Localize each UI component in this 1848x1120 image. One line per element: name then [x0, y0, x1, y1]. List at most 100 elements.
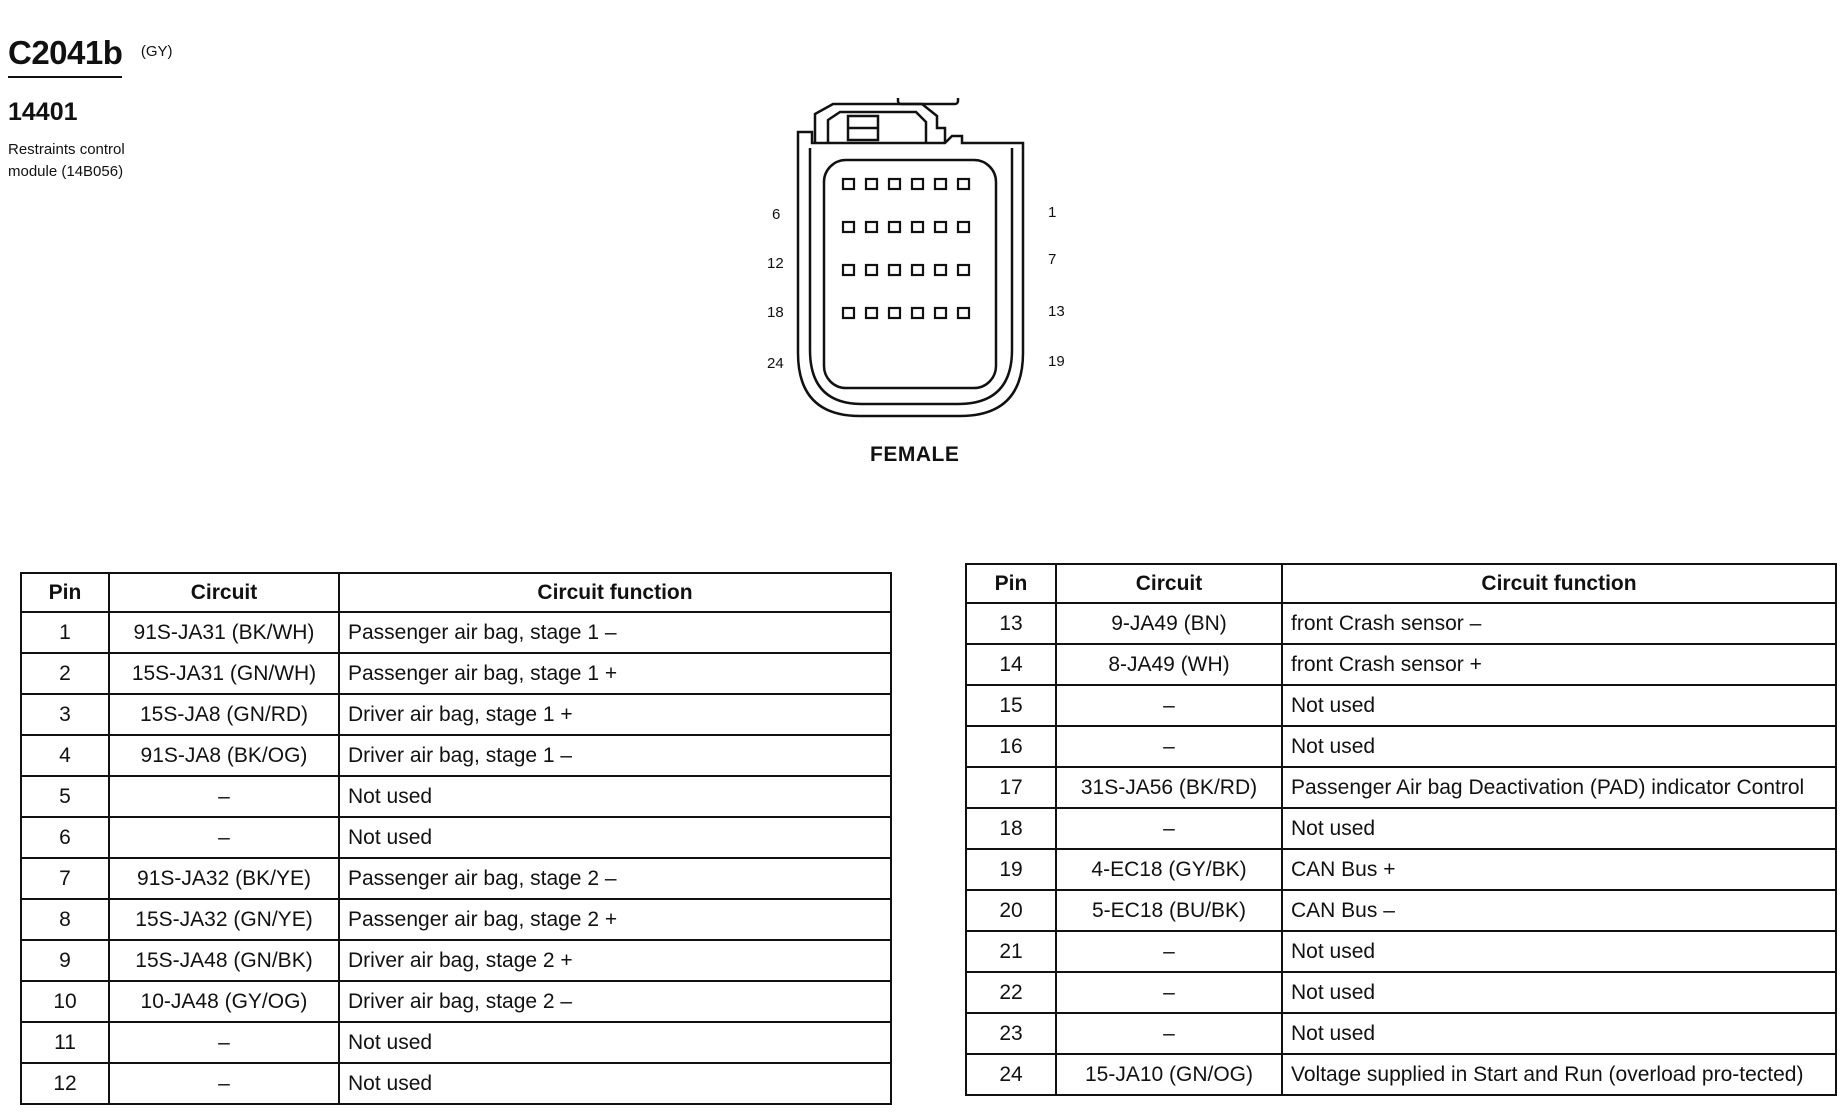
header-circuit: Circuit	[1055, 563, 1283, 604]
circuit-cell: 8-JA49 (WH)	[1055, 643, 1283, 686]
table-header-row: Pin Circuit Circuit function	[20, 572, 892, 613]
pin-cell: 21	[965, 930, 1057, 973]
table-row: 22–Not used	[965, 971, 1837, 1014]
pin-label-19: 19	[1048, 353, 1065, 370]
connector-color: (GY)	[140, 43, 173, 60]
table-row: 23–Not used	[965, 1012, 1837, 1055]
circuit-cell: 15S-JA32 (GN/YE)	[108, 898, 340, 941]
pin-label-7: 7	[1048, 251, 1057, 268]
description-line-2: module (14B056)	[8, 163, 124, 180]
function-cell: CAN Bus –	[1281, 889, 1837, 932]
function-cell: Not used	[1281, 971, 1837, 1014]
connector-outline	[796, 98, 1025, 418]
table-row: 18–Not used	[965, 807, 1837, 850]
pin-cell: 9	[20, 939, 110, 982]
function-cell: Driver air bag, stage 2 –	[338, 980, 892, 1023]
pin-cavity	[933, 306, 948, 320]
part-number: 14401	[8, 98, 78, 126]
circuit-cell: 9-JA49 (BN)	[1055, 602, 1283, 645]
pin-cell: 12	[20, 1062, 110, 1105]
function-cell: Not used	[1281, 1012, 1837, 1055]
pin-cavity	[887, 177, 902, 191]
pin-cell: 14	[965, 643, 1057, 686]
table-row: 5–Not used	[20, 775, 892, 818]
connector-type-label: FEMALE	[870, 443, 960, 466]
function-cell: CAN Bus +	[1281, 848, 1837, 891]
connector-header: C2041b (GY) 14401 Restraints control mod…	[8, 34, 178, 183]
pin-cavity	[841, 306, 856, 320]
header-pin: Pin	[965, 563, 1057, 604]
circuit-cell: 15-JA10 (GN/OG)	[1055, 1053, 1283, 1096]
pin-cell: 13	[965, 602, 1057, 645]
pin-cavity	[864, 220, 879, 234]
header-circuit-function: Circuit function	[1281, 563, 1837, 604]
function-cell: Passenger air bag, stage 2 –	[338, 857, 892, 900]
table-header-row: Pin Circuit Circuit function	[965, 563, 1837, 604]
pin-cell: 16	[965, 725, 1057, 768]
circuit-cell: –	[1055, 725, 1283, 768]
function-cell: Driver air bag, stage 2 +	[338, 939, 892, 982]
table-row: 11–Not used	[20, 1021, 892, 1064]
pin-cavity	[887, 306, 902, 320]
circuit-cell: 15S-JA31 (GN/WH)	[108, 652, 340, 695]
pin-cell: 2	[20, 652, 110, 695]
pin-cavity	[887, 263, 902, 277]
circuit-cell: –	[1055, 684, 1283, 727]
pin-cavity	[956, 306, 971, 320]
circuit-cell: –	[1055, 930, 1283, 973]
function-cell: Passenger air bag, stage 1 +	[338, 652, 892, 695]
pin-label-24: 24	[767, 355, 784, 372]
pin-cavity	[887, 220, 902, 234]
circuit-cell: –	[108, 816, 340, 859]
function-cell: Not used	[1281, 807, 1837, 850]
pin-label-1: 1	[1048, 204, 1057, 221]
circuit-cell: 91S-JA31 (BK/WH)	[108, 611, 340, 654]
function-cell: Passenger air bag, stage 1 –	[338, 611, 892, 654]
pin-cell: 6	[20, 816, 110, 859]
function-cell: Not used	[338, 1021, 892, 1064]
circuit-cell: 31S-JA56 (BK/RD)	[1055, 766, 1283, 809]
pin-cell: 17	[965, 766, 1057, 809]
pin-cell: 1	[20, 611, 110, 654]
pin-cavity	[956, 263, 971, 277]
header-pin: Pin	[20, 572, 110, 613]
pin-cell: 22	[965, 971, 1057, 1014]
pin-cell: 15	[965, 684, 1057, 727]
pin-cavity	[841, 177, 856, 191]
function-cell: Not used	[1281, 930, 1837, 973]
function-cell: Voltage supplied in Start and Run (overl…	[1281, 1053, 1837, 1096]
connector-face-diagram: 6 12 18 24 1 7 13 19 FEMALE	[740, 98, 1120, 478]
pin-cavity	[910, 220, 925, 234]
pin-label-6: 6	[772, 206, 781, 223]
pin-cavity	[864, 177, 879, 191]
pin-cavity	[864, 263, 879, 277]
pin-label-13: 13	[1048, 303, 1065, 320]
pin-label-18: 18	[767, 304, 784, 321]
pin-cavity	[864, 306, 879, 320]
pin-label-12: 12	[767, 255, 784, 272]
pin-cavity	[933, 177, 948, 191]
pin-cell: 8	[20, 898, 110, 941]
header-circuit-function: Circuit function	[338, 572, 892, 613]
table-row: 21–Not used	[965, 930, 1837, 973]
pin-cell: 5	[20, 775, 110, 818]
pin-cell: 11	[20, 1021, 110, 1064]
pin-cell: 19	[965, 848, 1057, 891]
circuit-cell: –	[108, 775, 340, 818]
pin-cavity	[933, 220, 948, 234]
pin-cavity	[841, 220, 856, 234]
pin-cavity	[841, 263, 856, 277]
pin-cell: 7	[20, 857, 110, 900]
function-cell: Not used	[1281, 725, 1837, 768]
circuit-cell: 15S-JA48 (GN/BK)	[108, 939, 340, 982]
function-cell: front Crash sensor +	[1281, 643, 1837, 686]
